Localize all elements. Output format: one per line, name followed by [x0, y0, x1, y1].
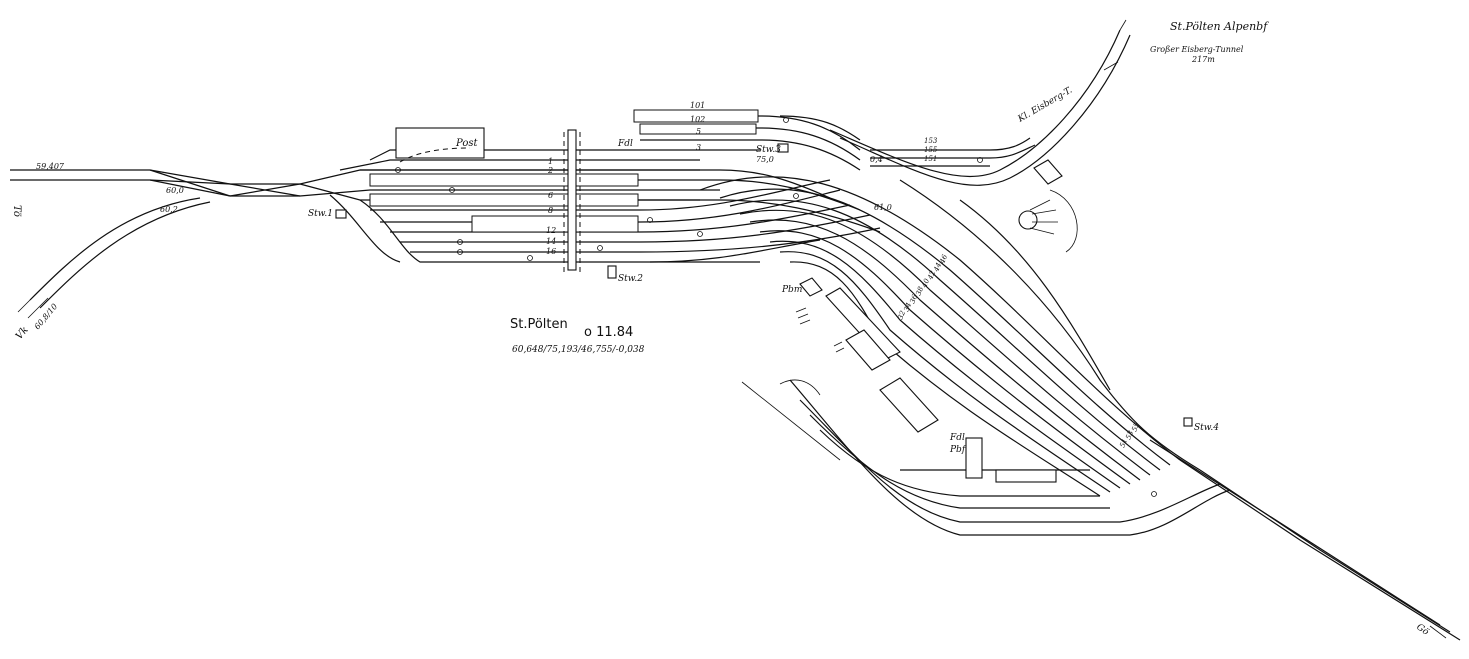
platform-6-8 [369, 193, 639, 207]
track-102: 102 [690, 115, 705, 124]
tunnel-small-label: Kl. Eisberg-T. [1016, 85, 1075, 125]
lower-track-55: 55 [1130, 421, 1141, 433]
lower-track-53: 53 [1124, 429, 1135, 441]
track-5: 5 [696, 127, 701, 136]
signal-markers [395, 117, 1157, 497]
stw3-box [777, 143, 789, 153]
track-151: 151 [924, 155, 937, 163]
stw1-box [335, 209, 347, 219]
track-16: 16 [546, 247, 556, 256]
fdl-right-label: Fdl [949, 433, 965, 443]
track-153: 153 [924, 137, 938, 145]
station-name: St.Pölten [510, 317, 568, 332]
yard-track-32: 32 [896, 309, 907, 321]
platform-12 [471, 215, 639, 233]
station-date: o 11.84 [584, 325, 633, 340]
stw4-label: Stw.4 [1194, 423, 1219, 433]
yard-track-36: 36 [908, 293, 919, 305]
station-reference: 60,648/75,193/46,755/-0,038 [512, 345, 645, 355]
km-60-0: 60,0 [166, 186, 184, 195]
platform-101 [633, 109, 759, 123]
sw-branch [17, 197, 211, 319]
stw2-box [607, 265, 617, 279]
km-75-0: 75,0 [756, 155, 774, 164]
platform-102 [639, 123, 757, 135]
track-12: 12 [546, 226, 556, 235]
track-101: 101 [690, 101, 705, 110]
post-label: Post [455, 138, 478, 149]
stw2-label: Stw.2 [618, 274, 643, 284]
km-west: 59,407 [36, 162, 65, 171]
to-se-label: Gö [1414, 622, 1431, 638]
stw3-label: Stw.3 [756, 145, 781, 155]
north-branch [829, 19, 1131, 186]
yard-numbers: 32 34 36 38 40 42 44 46 51 53 55 [896, 253, 1141, 449]
yard-track-42: 42 [926, 269, 937, 282]
to-west-label: Tö [11, 205, 22, 217]
alpenbf-label: St.Pölten Alpenbf [1170, 20, 1269, 33]
post-building [395, 127, 485, 159]
tunnel-big-length: 217m [1191, 55, 1215, 64]
to-vk-label: Vk [14, 325, 31, 342]
yard-track-44: 44 [932, 261, 943, 273]
track-3: 3 [696, 143, 701, 152]
yard-buildings [795, 277, 1193, 483]
tunnel-big-label: Großer Eisberg-Tunnel [1150, 45, 1244, 54]
yard-track-38: 38 [914, 285, 925, 297]
fdl-top-label: Fdl [617, 139, 633, 149]
track-14: 14 [546, 237, 556, 246]
km-0-4: 0,4 [870, 155, 883, 164]
track-1: 1 [548, 157, 553, 166]
platform-1-2 [369, 173, 639, 187]
station-buildings [335, 127, 789, 279]
track-6: 6 [548, 191, 553, 200]
stw4-box [1183, 417, 1193, 427]
yard-track-40: 40 [920, 277, 931, 290]
yard-track-34: 34 [902, 301, 913, 312]
stw1-label: Stw.1 [308, 209, 333, 219]
lower-sidings [741, 379, 1231, 536]
lower-track-51: 51 [1118, 437, 1129, 448]
southeast-mainline [1149, 439, 1461, 641]
pbf-right-label: Pbf [949, 445, 967, 455]
track-155: 155 [924, 146, 938, 154]
km-60-2: 60,2 [160, 205, 178, 214]
track-2: 2 [547, 166, 553, 175]
km-sw: 60,8/10 [33, 302, 60, 331]
km-61-0: 61,0 [874, 203, 892, 212]
pbm-label: Pbm [781, 285, 802, 295]
yard-track-46: 46 [938, 253, 949, 266]
track-8: 8 [548, 206, 553, 215]
footbridge [567, 129, 577, 271]
yard-bundle [699, 176, 1201, 497]
turntable [1018, 159, 1078, 253]
